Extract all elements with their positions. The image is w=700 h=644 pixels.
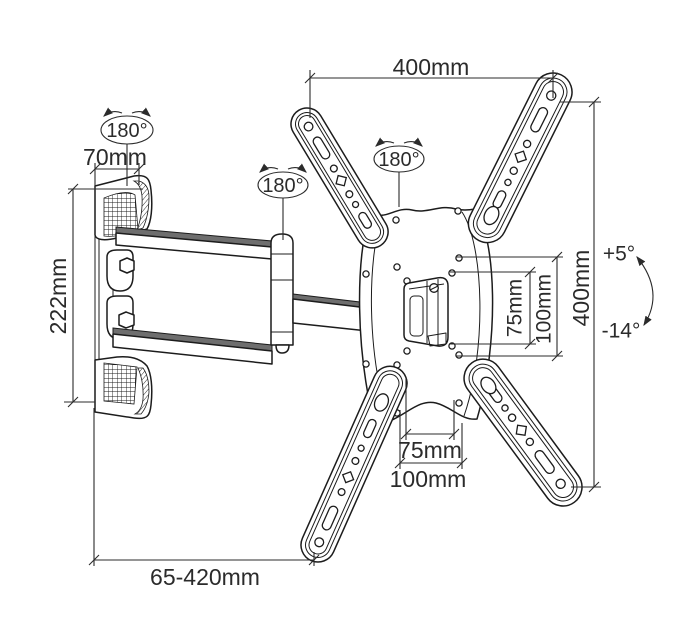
dimension-wall-bracket-depth: 70mm (83, 144, 147, 190)
label-swivel-arm: 180° (262, 175, 303, 197)
dimension-top-width: 400mm (304, 54, 559, 118)
dimension-wall-plate-height: 222mm (45, 183, 143, 408)
label-vesa-height-100: 100mm (533, 274, 556, 344)
label-tilt-up: +5° (603, 243, 635, 266)
wall-plate (94, 174, 153, 420)
label-swivel-wall: 180° (106, 120, 147, 142)
vesa-arm-bottom-right (463, 358, 583, 507)
dimension-vesa-width-100: 100mm (390, 410, 468, 492)
label-wall-bracket-depth: 70mm (83, 144, 147, 170)
dimension-vesa-height-100: 100mm (456, 251, 563, 362)
swivel-indicator-arm: 180° (257, 163, 309, 240)
arm-elbow-joint (270, 233, 294, 354)
articulating-arm (112, 226, 369, 365)
dimension-vesa-width-75: 75mm (398, 378, 462, 463)
label-arm-extension: 65-420mm (150, 564, 260, 590)
label-wall-plate-height: 222mm (45, 258, 71, 335)
label-vesa-width-75: 75mm (398, 437, 462, 463)
tilt-bracket (403, 276, 449, 347)
vesa-arm-top-right (467, 72, 573, 244)
dimension-vesa-height-75: 75mm (450, 266, 536, 350)
vesa-arm-bottom-left (300, 365, 408, 563)
dimension-arm-extension: 65-420mm (88, 408, 320, 590)
wall-plate-pivot-top (106, 249, 135, 292)
swivel-indicator-wall: 180° (100, 107, 154, 186)
tilt-indicator: +5° -14° (602, 243, 654, 343)
swivel-indicator-plate: 180° (373, 137, 425, 207)
label-tilt-down: -14° (602, 320, 641, 343)
label-swivel-plate: 180° (378, 149, 419, 171)
vesa-arm-top-left (290, 107, 389, 249)
label-right-height: 400mm (568, 250, 594, 327)
dimension-right-height: 400mm (560, 96, 601, 493)
label-vesa-width-100: 100mm (390, 466, 467, 492)
label-top-width: 400mm (393, 54, 470, 80)
label-vesa-height-75: 75mm (504, 279, 527, 337)
